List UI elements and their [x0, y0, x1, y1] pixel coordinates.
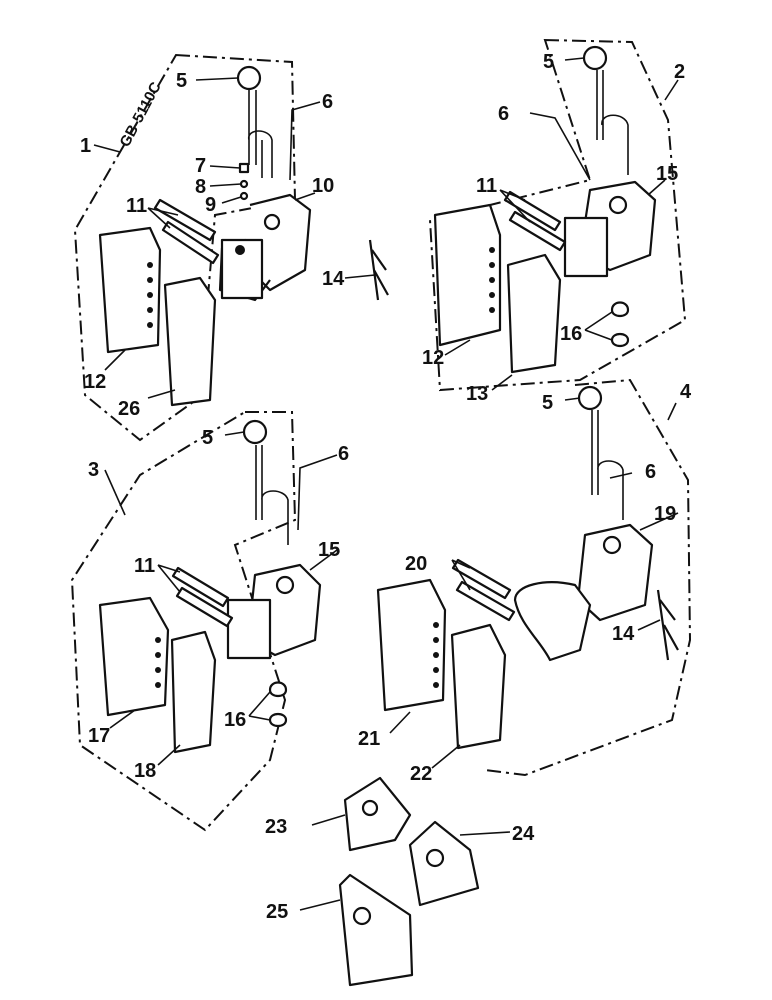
- clevis-24-hole: [425, 848, 445, 868]
- washer-7: [238, 162, 250, 174]
- callout-25: 25: [266, 901, 288, 923]
- pins-11-g2: [503, 190, 567, 252]
- callout-19: 19: [654, 503, 676, 525]
- bracket-21-holes: [433, 622, 439, 688]
- boundary-group-4: [484, 378, 692, 777]
- callout-15-g3: 15: [318, 539, 340, 561]
- callout-15-g2: 15: [656, 163, 678, 185]
- ball-5-g3: [242, 419, 268, 445]
- bracket-17: [98, 596, 170, 717]
- bracket-17-holes: [155, 637, 161, 688]
- callout-11-g1: 11: [126, 195, 147, 217]
- callout-11-g2: 11: [476, 175, 497, 197]
- callout-13: 13: [466, 383, 488, 405]
- callout-24: 24: [512, 823, 535, 845]
- bracket-12-g1: [98, 226, 162, 354]
- callout-6-g1: 6: [322, 91, 333, 113]
- pin-6-g4: [591, 410, 624, 520]
- pin-6-g3: [255, 445, 289, 545]
- ball-5-g2: [582, 45, 608, 71]
- swivel-face-15-g2: [563, 216, 609, 278]
- callout-11-g3: 11: [134, 555, 155, 577]
- bracket-12-holes-g2: [489, 247, 495, 313]
- washer-8: [239, 179, 249, 189]
- plate-13: [506, 253, 562, 374]
- callout-22: 22: [410, 763, 432, 785]
- swivel-bore-10: [235, 245, 245, 255]
- boundary-group-2: [428, 38, 687, 392]
- group-2-parts: [433, 45, 657, 374]
- callout-20: 20: [405, 553, 427, 575]
- pin-6-g1: [248, 90, 273, 178]
- callout-23: 23: [265, 816, 287, 838]
- pins-20: [451, 558, 516, 622]
- callout-12-g2: 12: [422, 347, 444, 369]
- bracket-21: [376, 578, 447, 712]
- callout-5-g4: 5: [542, 392, 553, 414]
- group-4-parts: [376, 385, 679, 750]
- block-25: [338, 873, 414, 987]
- callout-21: 21: [358, 728, 380, 750]
- clip-16-g3: [268, 681, 288, 728]
- callout-numbers: 1 5 6 7 8 9 10 11 12 14 26 5 2 6 11 15 1…: [80, 51, 692, 923]
- swivel-bore-15-g2: [608, 195, 628, 215]
- washer-9: [239, 191, 249, 201]
- callout-9: 9: [205, 194, 216, 216]
- swivel-bore-top-10: [263, 213, 281, 231]
- callout-5-g2: 5: [543, 51, 554, 73]
- callout-7: 7: [195, 155, 206, 177]
- callout-5-g1: 5: [176, 70, 187, 92]
- chain-14-g1: [368, 239, 389, 301]
- swivel-face-15-g3: [226, 598, 272, 660]
- plate-22: [450, 623, 507, 750]
- callout-14-g1: 14: [322, 268, 345, 290]
- chain-14-g4: [656, 589, 679, 661]
- ball-5-g1: [236, 65, 262, 91]
- assembly-boundaries: [70, 38, 692, 832]
- pins-11-g1: [153, 198, 220, 265]
- callout-8: 8: [195, 176, 206, 198]
- bracket-12-holes-g1: [147, 262, 153, 328]
- ball-5-g4: [577, 385, 603, 411]
- callout-1: 1: [80, 135, 91, 157]
- swivel-bore-15-g3: [275, 575, 295, 595]
- callout-6-g3: 6: [338, 443, 349, 465]
- loose-parts: [338, 776, 480, 987]
- clevis-23: [343, 776, 412, 852]
- swivel-bore-19: [602, 535, 622, 555]
- callout-17: 17: [88, 725, 110, 747]
- pins-11-g3: [171, 566, 234, 628]
- boundary-group-3: [70, 411, 297, 832]
- group-3-parts: [98, 419, 322, 754]
- callout-18: 18: [134, 760, 156, 782]
- callout-6-g4: 6: [645, 461, 656, 483]
- callout-4: 4: [680, 381, 692, 403]
- callout-26: 26: [118, 398, 140, 420]
- clevis-24: [408, 820, 480, 907]
- callout-5-g3: 5: [202, 427, 213, 449]
- callout-10: 10: [312, 175, 334, 197]
- plate-26: [163, 276, 217, 407]
- pin-6-g2: [596, 70, 629, 175]
- yoke-arm-19: [513, 581, 592, 662]
- group-1-parts: [98, 65, 389, 407]
- bracket-12-g2: [433, 203, 502, 347]
- callout-6-g2: 6: [498, 103, 509, 125]
- callout-3: 3: [88, 459, 99, 481]
- clip-16-g2: [610, 301, 630, 348]
- callout-16-g2: 16: [560, 323, 582, 345]
- callout-2: 2: [674, 61, 685, 83]
- callout-16-g3: 16: [224, 709, 246, 731]
- clevis-23-hole: [361, 799, 379, 817]
- callout-12-g1: 12: [84, 371, 106, 393]
- plate-18: [170, 630, 217, 754]
- leader-lines: [93, 57, 679, 911]
- callout-14-g4: 14: [612, 623, 635, 645]
- block-25-hole: [352, 906, 372, 926]
